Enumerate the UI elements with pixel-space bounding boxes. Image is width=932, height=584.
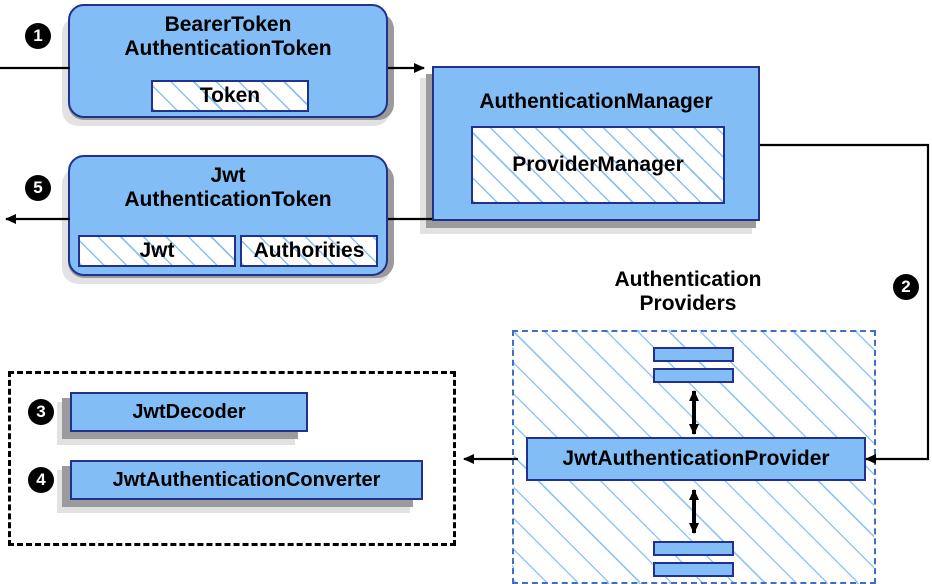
jwt-authentication-token-label: Jwt AuthenticationToken [124,164,332,211]
authorities-chip: Authorities [240,235,378,267]
jwt-authentication-provider[interactable]: JwtAuthenticationProvider [526,437,866,481]
provider-stub-bar-bottom-2 [653,562,734,577]
step-marker-3: 3 [28,399,54,425]
bearer-token-authentication-token-label: BearerToken AuthenticationToken [124,13,332,60]
jwt-chip-label: Jwt [139,239,175,262]
authorities-chip-label: Authorities [253,239,365,262]
bearer-token-authentication-token[interactable]: BearerToken AuthenticationToken Token [68,4,388,118]
provider-stub-bar-top-2 [653,368,734,383]
authentication-manager[interactable]: AuthenticationManager ProviderManager [432,66,760,221]
jwt-authentication-converter-label: JwtAuthenticationConverter [112,468,381,491]
jwt-chip: Jwt [78,235,236,267]
provider-stub-bar-bottom-1 [653,541,734,556]
step-marker-1: 1 [25,23,51,49]
provider-manager-label: ProviderManager [512,153,684,176]
authentication-manager-label: AuthenticationManager [479,90,713,113]
token-chip-label: Token [199,84,261,107]
step-marker-2: 2 [893,274,919,300]
providers-group-label: Authentication Providers [614,268,762,315]
token-chip: Token [151,80,309,112]
provider-manager-chip: ProviderManager [471,126,725,204]
provider-stub-bar-top-1 [653,347,734,362]
jwt-decoder[interactable]: JwtDecoder [70,392,308,432]
step-marker-5: 5 [25,175,51,201]
jwt-support-group [8,371,456,546]
jwt-authentication-converter[interactable]: JwtAuthenticationConverter [70,460,423,500]
step-marker-4: 4 [28,467,54,493]
jwt-decoder-label: JwtDecoder [132,400,246,423]
jwt-authentication-token[interactable]: Jwt AuthenticationToken Jwt Authorities [68,155,388,276]
jwt-authentication-provider-label: JwtAuthenticationProvider [562,447,830,471]
